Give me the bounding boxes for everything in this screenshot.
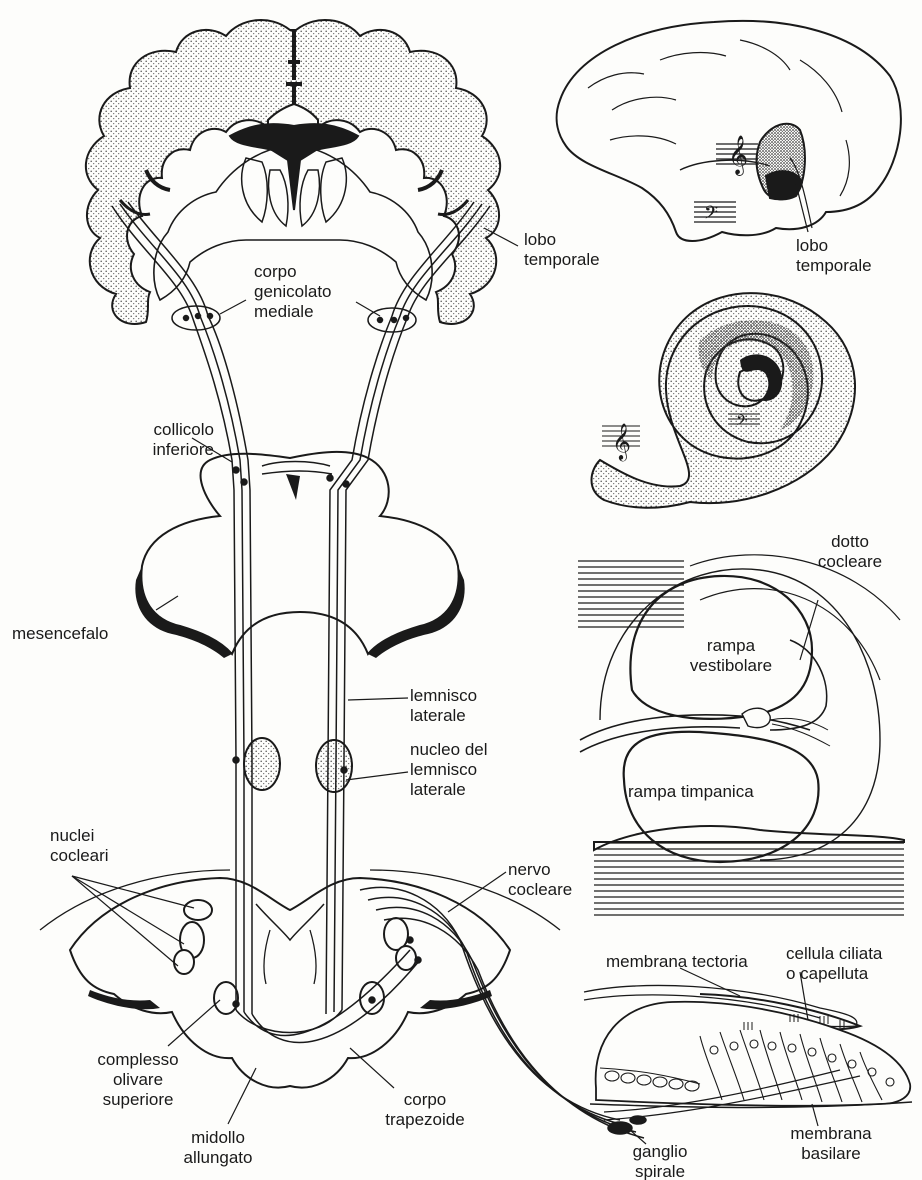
label-line: nucleo del — [410, 740, 488, 760]
label-collicolo-inferiore: collicolo inferiore — [118, 420, 214, 460]
midbrain-mesencefalo — [141, 452, 458, 654]
treble-clef-symbol: 𝄞 — [728, 135, 748, 176]
label-line: cocleare — [508, 880, 572, 900]
label-line: cocleare — [802, 552, 898, 572]
label-line: lemnisco — [410, 686, 477, 706]
label-line: cocleari — [50, 846, 109, 866]
label-lemnisco-laterale: lemnisco laterale — [410, 686, 477, 726]
label-line: rampa — [668, 636, 794, 656]
label-line: inferiore — [118, 440, 214, 460]
label-lobo-temporale-right: lobo temporale — [796, 236, 872, 276]
label-line: nervo — [508, 860, 572, 880]
label-line: laterale — [410, 706, 477, 726]
label-line: nuclei — [50, 826, 109, 846]
label-complesso-olivare-superiore: complesso olivare superiore — [82, 1050, 194, 1110]
cochlear-duct-section — [578, 555, 904, 918]
label-line: basilare — [776, 1144, 886, 1164]
brain-lateral-outline — [557, 21, 901, 241]
label-line: corpo — [370, 1090, 480, 1110]
cochlea-spiral — [592, 293, 856, 508]
label-line: genicolato — [254, 282, 332, 302]
label-line: lemnisco — [410, 760, 488, 780]
cochlea-outer-coil — [592, 293, 856, 508]
label-line: midollo — [168, 1128, 268, 1148]
label-rampa-timpanica: rampa timpanica — [628, 782, 754, 802]
label-line: cellula ciliata — [786, 944, 882, 964]
label-corpo-genicolato-mediale: corpo genicolato mediale — [254, 262, 332, 322]
label-midollo-allungato: midollo allungato — [168, 1128, 268, 1168]
label-line: ganglio — [620, 1142, 700, 1162]
label-line: laterale — [410, 780, 488, 800]
label-line: complesso — [82, 1050, 194, 1070]
label-line: o capelluta — [786, 964, 882, 984]
bass-clef-symbol: 𝄢 — [704, 203, 718, 228]
nucleus-lateral-lemniscus-right — [316, 740, 352, 792]
label-lobo-temporale-left: lobo temporale — [524, 230, 600, 270]
label-line: olivare — [82, 1070, 194, 1090]
cochlea-treble-clef-symbol: 𝄞 — [612, 422, 631, 461]
label-cellula-ciliata: cellula ciliata o capelluta — [786, 944, 882, 984]
cochlea-bass-clef-symbol: 𝄢 — [736, 412, 748, 433]
label-line: allungato — [168, 1148, 268, 1168]
spiral-ganglion — [608, 1122, 632, 1134]
label-dotto-cocleare: dotto cocleare — [802, 532, 898, 572]
organ-of-corti — [584, 985, 912, 1120]
label-line: dotto — [802, 532, 898, 552]
brain-lateral-view — [557, 21, 901, 241]
label-line: vestibolare — [668, 656, 794, 676]
label-line: lobo — [524, 230, 600, 250]
label-rampa-vestibolare: rampa vestibolare — [668, 636, 794, 676]
label-line: membrana — [776, 1124, 886, 1144]
label-membrana-tectoria: membrana tectoria — [606, 952, 748, 972]
label-line: collicolo — [118, 420, 214, 440]
label-line: temporale — [524, 250, 600, 270]
label-line: mesencefalo — [12, 624, 108, 644]
label-line: rampa timpanica — [628, 782, 754, 802]
label-line: lobo — [796, 236, 872, 256]
label-nervo-cocleare: nervo cocleare — [508, 860, 572, 900]
label-line: superiore — [82, 1090, 194, 1110]
label-membrana-basilare: membrana basilare — [776, 1124, 886, 1164]
label-line: corpo — [254, 262, 332, 282]
label-ganglio-spirale: ganglio spirale — [620, 1142, 700, 1180]
label-nucleo-del-lemnisco-laterale: nucleo del lemnisco laterale — [410, 740, 488, 800]
label-line: membrana tectoria — [606, 952, 748, 972]
label-line: trapezoide — [370, 1110, 480, 1130]
label-mesencefalo: mesencefalo — [12, 624, 108, 644]
label-line: mediale — [254, 302, 332, 322]
label-line: temporale — [796, 256, 872, 276]
label-corpo-trapezoide: corpo trapezoide — [370, 1090, 480, 1130]
label-nuclei-cocleari: nuclei cocleari — [50, 826, 109, 866]
nucleus-lateral-lemniscus-left — [244, 738, 280, 790]
label-line: spirale — [620, 1162, 700, 1180]
